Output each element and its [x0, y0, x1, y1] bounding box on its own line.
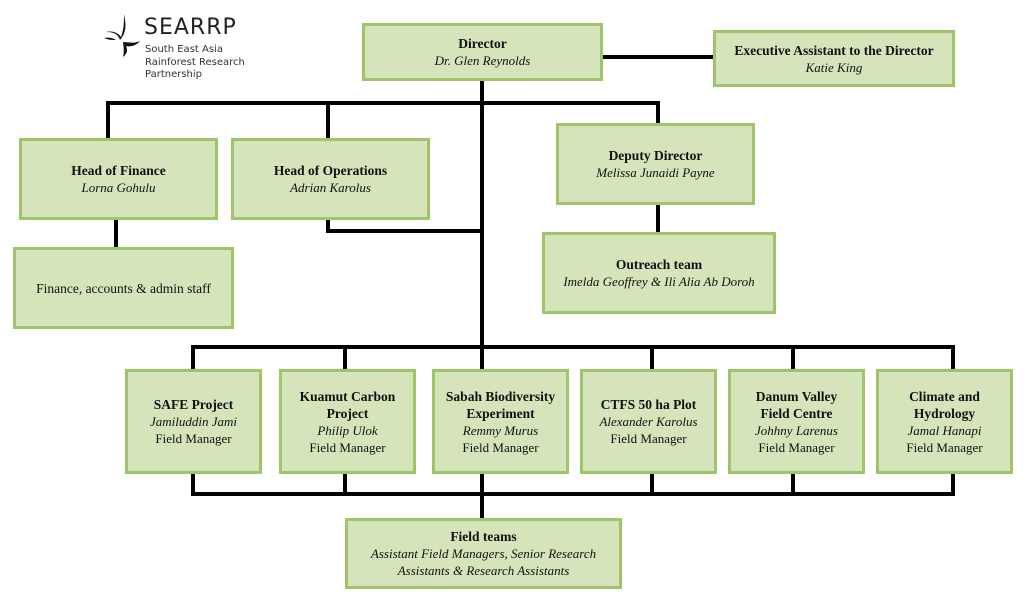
project-box-ctfs: CTFS 50 ha Plot Alexander Karolus Field …	[580, 369, 717, 474]
project-title: Hydrology	[913, 405, 976, 421]
project-manager-name: Alexander Karolus	[599, 414, 698, 429]
logo-tagline-line: Rainforest Research	[145, 56, 245, 68]
logo-tagline: South East Asia Rainforest Research Part…	[145, 44, 245, 82]
bird-logo-icon	[104, 14, 140, 57]
project-manager-role: Field Manager	[309, 439, 386, 455]
outreach-title: Outreach team	[615, 257, 703, 272]
project-manager-role: Field Manager	[462, 439, 539, 455]
project-title: Kuamut Carbon	[299, 388, 396, 404]
field-teams-box: Field teams Assistant Field Managers, Se…	[345, 518, 622, 589]
project-manager-name: Johhny Larenus	[755, 422, 838, 438]
project-manager-name: Philip Ulok	[317, 422, 378, 438]
logo-tagline-line: Partnership	[145, 69, 203, 80]
project-title: CTFS 50 ha Plot	[600, 397, 697, 412]
logo-name: SEARRP	[144, 15, 237, 40]
project-box-safe: SAFE Project Jamiluddin Jami Field Manag…	[125, 369, 262, 474]
outreach-name: Imelda Geoffrey & Ili Alia Ab Doroh	[563, 274, 755, 289]
exec-assistant-name: Katie King	[805, 59, 863, 75]
project-title: SAFE Project	[153, 397, 234, 412]
outreach-box: Outreach team Imelda Geoffrey & Ili Alia…	[542, 232, 776, 314]
field-teams-members: Assistant Field Managers, Senior Researc…	[370, 546, 597, 561]
logo-tagline-line: South East Asia	[145, 44, 223, 55]
project-manager-role: Field Manager	[758, 439, 835, 455]
project-manager-role: Field Manager	[610, 431, 687, 446]
project-box-danum: Danum Valley Field Centre Johhny Larenus…	[728, 369, 865, 474]
project-title: Climate and	[909, 388, 980, 404]
head-finance-name: Lorna Gohulu	[81, 180, 156, 195]
deputy-director-name: Melissa Junaidi Payne	[596, 165, 715, 180]
project-title: Sabah Biodiversity	[445, 388, 556, 404]
head-operations-title: Head of Operations	[273, 163, 388, 178]
deputy-director-title: Deputy Director	[608, 148, 703, 163]
project-manager-name: Remmy Murus	[462, 422, 539, 438]
finance-staff-box: Finance, accounts & admin staff	[13, 247, 234, 329]
field-teams-members: Assistants & Research Assistants	[397, 563, 570, 578]
head-operations-name: Adrian Karolus	[290, 180, 371, 195]
director-name: Dr. Glen Reynolds	[434, 53, 531, 68]
project-manager-role: Field Manager	[155, 431, 232, 446]
project-box-kuamut: Kuamut Carbon Project Philip Ulok Field …	[279, 369, 416, 474]
searrp-logo: SEARRP South East Asia Rainforest Resear…	[100, 12, 275, 87]
project-title: Danum Valley	[755, 388, 838, 404]
head-finance-box: Head of Finance Lorna Gohulu	[19, 138, 218, 220]
finance-staff-title: Finance, accounts & admin staff	[36, 280, 211, 296]
project-manager-name: Jamiluddin Jami	[149, 414, 237, 429]
project-box-climate: Climate and Hydrology Jamal Hanapi Field…	[876, 369, 1013, 474]
exec-assistant-title: Executive Assistant to the Director	[734, 42, 934, 58]
head-finance-title: Head of Finance	[71, 163, 166, 178]
project-manager-role: Field Manager	[906, 439, 983, 455]
director-title: Director	[458, 36, 507, 51]
director-box: Director Dr. Glen Reynolds	[362, 23, 603, 81]
project-title: Field Centre	[760, 405, 833, 421]
exec-assistant-box: Executive Assistant to the Director Kati…	[713, 30, 955, 87]
project-box-sabah: Sabah Biodiversity Experiment Remmy Muru…	[432, 369, 569, 474]
project-manager-name: Jamal Hanapi	[907, 422, 982, 438]
project-title: Project	[326, 405, 369, 421]
project-title: Experiment	[466, 405, 535, 421]
field-teams-title: Field teams	[450, 529, 517, 544]
deputy-director-box: Deputy Director Melissa Junaidi Payne	[556, 123, 755, 205]
head-operations-box: Head of Operations Adrian Karolus	[231, 138, 430, 220]
